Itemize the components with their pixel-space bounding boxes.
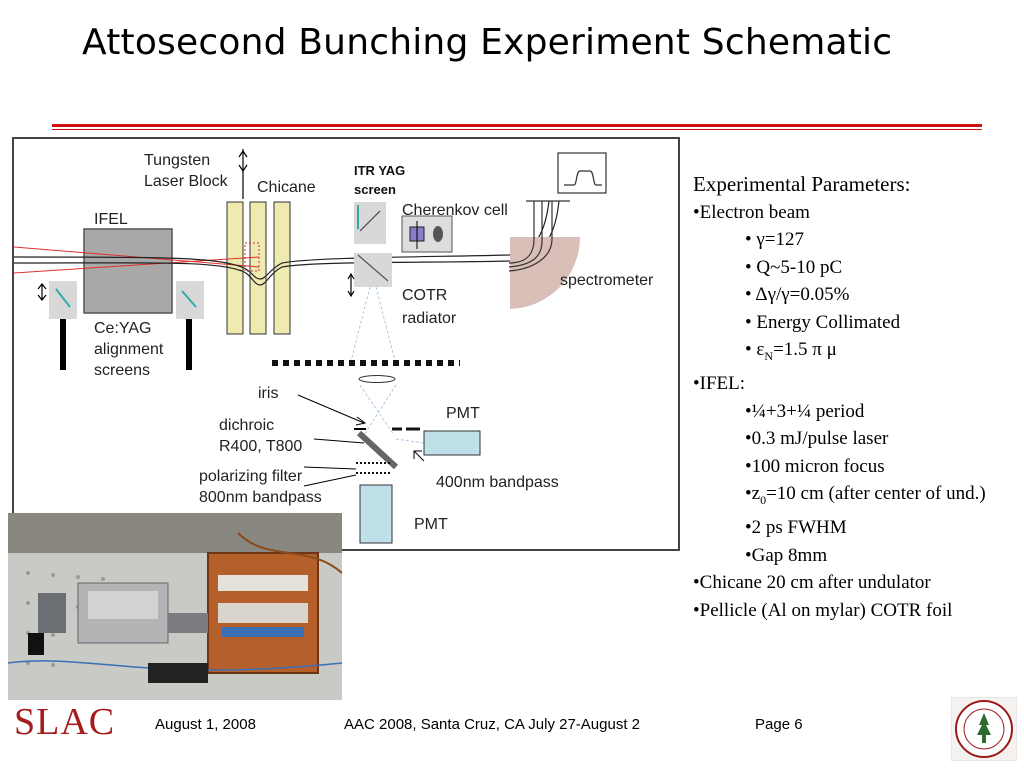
label-itr-yag: ITR YAG [354, 163, 405, 178]
param-electron-beam: •Electron beam [693, 201, 810, 223]
param-focus: •100 micron focus [745, 455, 885, 477]
param-gap: •Gap 8mm [745, 544, 828, 566]
label-screens: screens [94, 362, 150, 379]
param-period: •¼+3+¼ period [745, 400, 865, 422]
ifel-undulator [83, 228, 173, 314]
label-cherenkov: Cherenkov cell [402, 202, 508, 219]
label-chicane: Chicane [257, 179, 316, 196]
label-spectrometer: spectrometer [560, 272, 654, 289]
experimental-parameters: Experimental Parameters: •Electron beam … [693, 171, 993, 625]
scope-trace [557, 152, 607, 194]
pmt-bottom [359, 484, 393, 544]
label-radiator: radiator [402, 310, 457, 327]
apparatus-photo [8, 513, 342, 700]
schematic-diagram: Tungsten Laser Block Chicane ITR YAG scr… [12, 137, 680, 551]
label-cotr: COTR [402, 287, 447, 304]
label-ceyag: Ce:YAG [94, 320, 152, 337]
label-pmt-top: PMT [446, 405, 480, 422]
lens [358, 375, 396, 383]
label-pmt-bottom: PMT [414, 516, 448, 533]
label-dichroic-spec: R400, T800 [219, 438, 302, 455]
stanford-seal-icon [950, 696, 1018, 762]
chicane-magnet-2 [249, 201, 267, 335]
footer-page: Page 6 [755, 716, 803, 733]
footer-conference: AAC 2008, Santa Cruz, CA July 27-August … [344, 716, 640, 733]
param-chicane: •Chicane 20 cm after undulator [693, 572, 931, 594]
slac-logo: SLAC [14, 701, 116, 743]
schematic-svg: Tungsten Laser Block Chicane ITR YAG scr… [14, 149, 654, 544]
label-800nm-bandpass: 800nm bandpass [199, 489, 322, 506]
label-alignment: alignment [94, 341, 164, 358]
spectrometer-magnet [510, 237, 580, 309]
label-polarizing-filter: polarizing filter [199, 468, 303, 485]
itr-yag-screen [354, 202, 386, 244]
param-charge: • Q~5-10 pC [745, 256, 843, 278]
param-gamma: • γ=127 [745, 229, 805, 250]
param-energy-spread: • Δγ/γ=0.05% [745, 284, 850, 305]
title-rule [52, 124, 982, 127]
page-title: Attosecond Bunching Experiment Schematic [82, 22, 893, 63]
param-emittance: • εN=1.5 π μ [745, 339, 837, 363]
param-laser: •0.3 mJ/pulse laser [745, 428, 889, 450]
param-fwhm: •2 ps FWHM [745, 517, 847, 539]
label-laser-block: Laser Block [144, 173, 229, 190]
cotr-radiator [354, 253, 392, 287]
label-400nm-bandpass: 400nm bandpass [436, 474, 559, 491]
label-dichroic: dichroic [219, 417, 274, 434]
ceyag-screen-left [49, 281, 77, 319]
param-energy-collimated: • Energy Collimated [745, 311, 901, 333]
pmt-top [423, 430, 481, 456]
params-heading: Experimental Parameters: [693, 172, 911, 196]
param-pellicle: •Pellicle (Al on mylar) COTR foil [693, 599, 953, 621]
param-ifel: •IFEL: [693, 373, 746, 395]
title-rule-thin [52, 129, 982, 130]
label-iris: iris [258, 385, 278, 402]
footer-date: August 1, 2008 [155, 716, 256, 733]
chicane-magnet-3 [273, 201, 291, 335]
param-z0: •z0=10 cm (after center of und.) [745, 483, 986, 508]
label-itr-screen: screen [354, 182, 396, 197]
label-tungsten: Tungsten [144, 152, 210, 169]
label-ifel: IFEL [94, 211, 128, 228]
dichroic-mirror [356, 430, 399, 470]
